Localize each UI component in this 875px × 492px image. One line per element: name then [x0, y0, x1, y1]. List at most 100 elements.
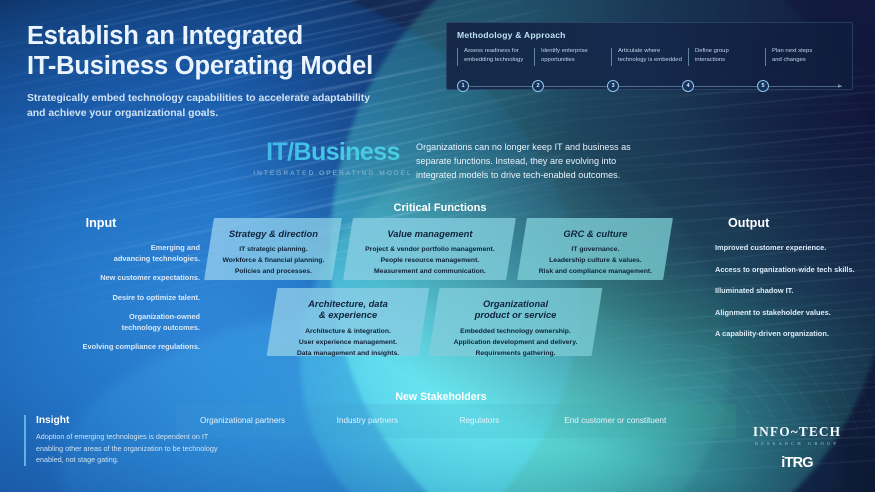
input-item: Evolving compliance regulations.: [20, 342, 200, 353]
timeline-marker-5[interactable]: 5: [757, 80, 769, 92]
page-subtitle-line1: Strategically embed technology capabilit…: [27, 92, 371, 104]
output-item-line: Alignment to stakeholder values.: [715, 307, 831, 317]
step-label-line2: interactions: [695, 56, 726, 63]
card-heading: Architecture, data& experience: [285, 298, 411, 321]
card-body: IT governance. Leadership culture & value…: [535, 244, 655, 277]
card-heading-line: Strategy & direction: [228, 228, 318, 239]
card-body-line: IT governance.: [571, 246, 620, 254]
card-body: Architecture & integration.User experien…: [285, 326, 411, 359]
card-body-line: Leadership culture & values.: [549, 257, 642, 265]
stakeholders-band: [176, 404, 736, 438]
card-body-line: Policies and processes.: [234, 268, 312, 276]
page-title-line2: IT-Business Operating Model: [27, 51, 373, 80]
step-label-line2: technology is embedded: [618, 56, 682, 63]
input-item-line: Emerging and: [150, 243, 200, 252]
insight-body: Adoption of emerging technologies is dep…: [36, 432, 218, 465]
function-card-architecture-data-experience[interactable]: Architecture, data& experience Architect…: [266, 288, 430, 359]
logo-subtitle: RESEARCH GROUP: [754, 441, 840, 446]
step-label-line1: Articulate where: [618, 48, 661, 54]
timeline-marker-3[interactable]: 3: [607, 80, 619, 92]
it-business-wordmark: IT/Business: [253, 138, 413, 167]
methodology-panel: Methodology & Approach Assess readiness …: [446, 22, 853, 92]
card-heading-line: Value management: [387, 228, 473, 239]
card-body-line: Requirements gathering.: [475, 349, 556, 357]
input-item: Desire to optimize talent.: [20, 293, 200, 304]
card-heading-line: product or service: [474, 309, 557, 321]
output-item: Improved customer experience.: [715, 243, 875, 254]
stakeholder-item[interactable]: Regulators: [459, 416, 500, 425]
output-item: Illuminated shadow IT.: [715, 286, 875, 297]
output-item-line: Access to organization-wide tech skills.: [715, 264, 855, 274]
logo-name: INFO~TECH: [752, 424, 842, 439]
output-item: Access to organization-wide tech skills.: [715, 265, 875, 276]
output-title: Output: [728, 216, 770, 230]
methodology-step-list: Assess readiness for embedding technology…: [457, 47, 842, 66]
function-card-value-management[interactable]: Value management Project & vendor portfo…: [343, 218, 516, 280]
step-label-line1: Plan next steps: [772, 48, 813, 54]
insight-callout: Insight Adoption of emerging technologie…: [24, 415, 234, 466]
input-item-line: Evolving compliance regulations.: [82, 342, 200, 352]
intro-paragraph: Organizations can no longer keep IT and …: [416, 141, 656, 182]
timeline-marker-2[interactable]: 2: [532, 80, 544, 92]
output-item-line: A capability-driven organization.: [715, 329, 829, 339]
input-item-line: technology outcomes.: [121, 322, 200, 332]
input-item-line: New customer expectations.: [100, 273, 200, 283]
timeline-marker-1[interactable]: 1: [457, 80, 469, 92]
output-item: A capability-driven organization.: [715, 329, 875, 340]
card-body-line: Application development and delivery.: [453, 338, 578, 346]
logo-mark-itrg: iTRG: [781, 455, 813, 471]
timeline-marker-4[interactable]: 4: [682, 80, 694, 92]
page-title-block: Establish an Integrated IT-Business Oper…: [27, 22, 447, 121]
methodology-step-2[interactable]: Identify enterprise opportunities: [534, 47, 611, 66]
card-heading-line: Organizational: [482, 298, 549, 309]
stakeholders-title: New Stakeholders: [395, 391, 487, 403]
intro-line3: integrated models to drive tech-enabled …: [416, 169, 621, 180]
output-column: Output Improved customer experience. Acce…: [715, 216, 875, 351]
card-body-line: Workforce & financial planning.: [222, 257, 325, 265]
critical-functions-title: Critical Functions: [393, 202, 487, 214]
output-item-line: Illuminated shadow IT.: [715, 286, 794, 296]
step-label-line1: Assess readiness for: [464, 48, 519, 54]
intro-line2: separate functions. Instead, they are ev…: [416, 155, 617, 166]
info-tech-logo: INFO~TECH RESEARCH GROUP iTRG: [737, 424, 857, 471]
it-business-logo: IT/Business INTEGRATED OPERATING MODEL: [253, 138, 413, 177]
stakeholder-item[interactable]: Organizational partners: [200, 416, 286, 425]
page-title-line1: Establish an Integrated: [27, 22, 303, 50]
methodology-step-3[interactable]: Articulate where technology is embedded: [611, 47, 688, 66]
card-body-line: IT strategic planning.: [239, 246, 308, 254]
it-business-tagline: INTEGRATED OPERATING MODEL: [253, 170, 413, 177]
input-item-line: advancing technologies.: [113, 253, 200, 263]
card-heading-line: Architecture, data: [308, 298, 388, 309]
card-body-line: People resource management.: [380, 257, 480, 265]
page-subtitle: Strategically embed technology capabilit…: [27, 91, 447, 121]
card-body-line: Project & vendor portfolio management.: [365, 246, 495, 254]
function-card-grc-culture[interactable]: GRC & culture IT governance. Leadership c…: [517, 218, 673, 280]
card-body-line: User experience management.: [298, 338, 398, 346]
card-body: Embedded technology ownership.Applicatio…: [447, 326, 584, 359]
page-title: Establish an Integrated IT-Business Oper…: [27, 22, 447, 82]
methodology-step-1[interactable]: Assess readiness for embedding technology: [457, 47, 534, 66]
stakeholder-item[interactable]: End customer or constituent: [564, 416, 667, 425]
card-body-line: Risk and compliance management.: [538, 268, 653, 276]
input-title: Input: [85, 216, 117, 230]
card-heading: Value management: [361, 228, 498, 239]
intro-line1: Organizations can no longer keep IT and …: [416, 142, 631, 152]
card-body-line: Data management and insights.: [296, 349, 400, 357]
stakeholders-list: Organizational partners Industry partners…: [200, 416, 710, 425]
step-label-line1: Identify enterprise: [541, 48, 588, 54]
stakeholder-item[interactable]: Industry partners: [336, 416, 399, 425]
function-card-strategy-direction[interactable]: Strategy & direction IT strategic planni…: [204, 218, 342, 280]
step-label-line2: embedding technology: [464, 56, 524, 63]
step-label-line2: opportunities: [541, 56, 575, 63]
input-item-line: Organization-owned: [128, 312, 200, 322]
card-heading-line: GRC & culture: [563, 228, 628, 239]
